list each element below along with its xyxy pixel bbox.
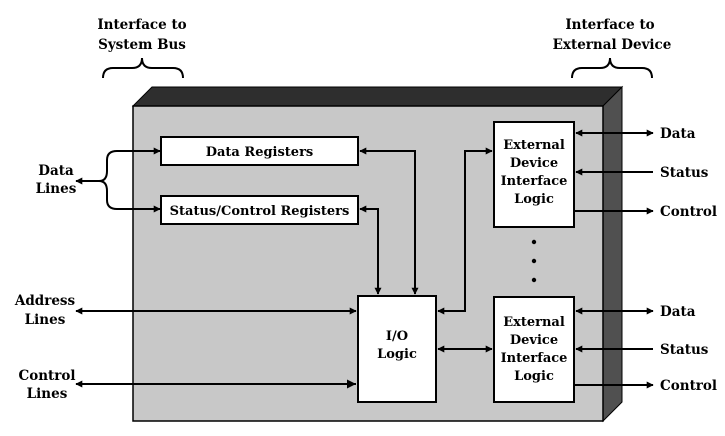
interface-external-line1: Interface to — [565, 17, 654, 33]
control-lines-arrowhead — [347, 379, 356, 389]
ext-top-status-label: Status — [660, 165, 709, 181]
status-control-registers-label: Status/Control Registers — [170, 204, 350, 219]
brace-system-bus — [102, 57, 184, 79]
brace-external — [571, 57, 653, 79]
ext-interface-top-box — [493, 121, 575, 228]
io-to-ext-top-arrow — [437, 147, 493, 315]
ext-interface-top-label-1: External — [503, 138, 565, 153]
ext-top-data-label: Data — [660, 126, 696, 142]
interface-system-bus-line2: System Bus — [98, 37, 186, 53]
ext-interface-top-label-2: Device — [510, 156, 558, 171]
data-registers-label: Data Registers — [206, 145, 314, 160]
interface-external-line2: External Device — [553, 37, 672, 53]
ext-interface-bottom-label-4: Logic — [514, 369, 554, 384]
io-logic-box — [357, 295, 437, 403]
module-top-face — [131, 86, 624, 107]
ext-bottom-status-label: Status — [660, 342, 709, 358]
ext-interface-top-label-4: Logic — [514, 192, 554, 207]
io-logic-label-2: Logic — [377, 347, 417, 362]
interface-system-bus-label: Interface to System Bus — [97, 17, 187, 79]
address-lines-label-2: Lines — [25, 312, 66, 328]
ext-interface-top-label-3: Interface — [501, 174, 568, 189]
ext-top-control-label: Control — [660, 204, 717, 220]
ext-interface-bottom-label-1: External — [503, 315, 565, 330]
ext-interface-bottom-box — [493, 296, 575, 403]
data-registers-to-io-arrow — [359, 147, 419, 295]
interface-system-bus-line1: Interface to — [97, 17, 186, 33]
ext-bottom-data-label: Data — [660, 304, 696, 320]
address-lines-label-1: Address — [14, 293, 76, 309]
data-lines-label-1: Data — [38, 163, 74, 179]
control-lines-label-1: Control — [18, 368, 75, 384]
control-lines-label-2: Lines — [27, 386, 68, 402]
interface-external-label: Interface to External Device — [553, 17, 672, 79]
data-lines-label-2: Lines — [36, 181, 77, 197]
ext-interface-bottom-label-3: Interface — [501, 351, 568, 366]
module-side-face — [602, 85, 623, 423]
data-lines-connector — [75, 147, 161, 213]
io-logic-label-1: I/O — [386, 329, 408, 344]
more-devices-ellipsis — [531, 239, 537, 283]
status-control-registers-box — [160, 195, 359, 225]
ext-interface-bottom-label-2: Device — [510, 333, 558, 348]
data-registers-box — [160, 136, 359, 166]
ext-bottom-control-label: Control — [660, 378, 717, 394]
status-registers-to-io-arrow — [359, 205, 382, 295]
